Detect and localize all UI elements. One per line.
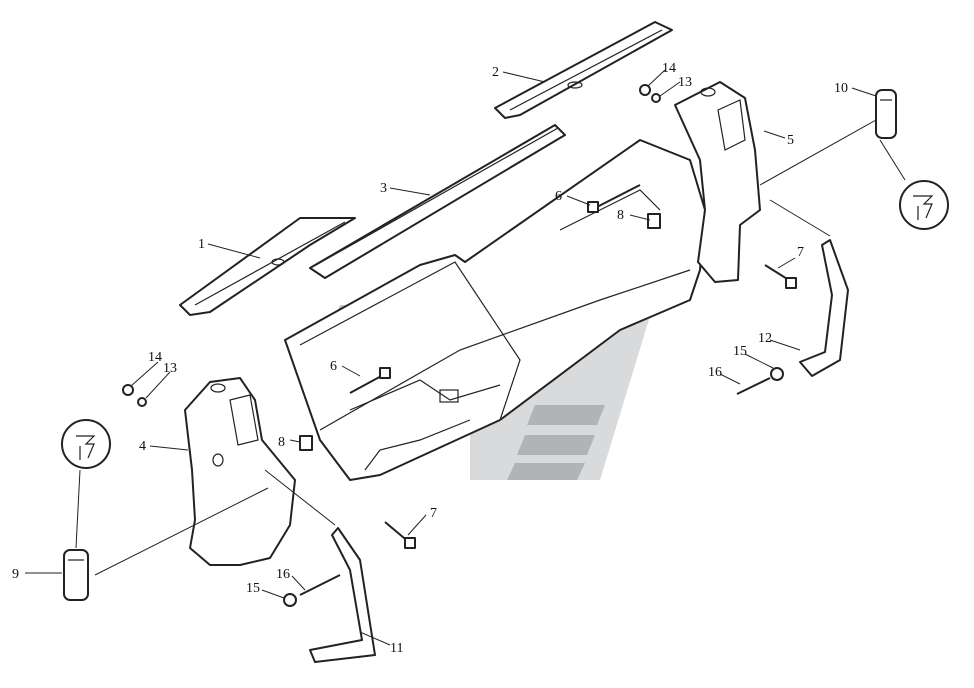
callout-labels: 1 2 3 4 5 6 6 7 7 8 8 9 10 11 12 13 13 1… [12,61,848,656]
callout-9: 9 [12,567,19,582]
callout-7-left: 7 [430,506,437,521]
callout-16-right: 16 [708,365,722,380]
callout-14-right: 14 [662,61,676,76]
dashboard-body [284,139,706,481]
fasteners [122,84,797,607]
part-4-left-bracket [184,377,296,566]
part-2-upper-trim [494,21,673,119]
detail-circle-right [899,180,949,230]
callout-3: 3 [380,181,387,196]
callout-7-right: 7 [797,245,804,260]
part-12-right-handle [799,239,849,377]
callout-6-center: 6 [330,359,337,374]
part-3-long-trim [309,124,566,279]
callout-4: 4 [139,439,146,454]
part-11-left-handle [309,527,376,663]
callout-10: 10 [834,81,848,96]
part-5-right-bracket [674,81,761,283]
callout-8-right: 8 [617,208,624,223]
callout-5: 5 [787,133,794,148]
callout-13-right: 13 [678,75,692,90]
callout-1: 1 [198,237,205,252]
part-1-left-trim [179,217,356,316]
callout-2: 2 [492,65,499,80]
detail-circle-left [61,419,111,469]
callout-6-top: 6 [555,189,562,204]
callout-8-left: 8 [278,435,285,450]
assembly-lines [75,119,906,576]
callout-11: 11 [390,641,403,656]
callout-14-left: 14 [148,350,162,365]
part-10-right-cap [875,89,897,139]
callout-15-right: 15 [733,344,747,359]
leader-lines [25,69,877,646]
callout-12: 12 [758,331,772,346]
callout-13-left: 13 [163,361,177,376]
callout-15-left: 15 [246,581,260,596]
part-9-left-cap [63,549,89,601]
callout-16-left: 16 [276,567,290,582]
